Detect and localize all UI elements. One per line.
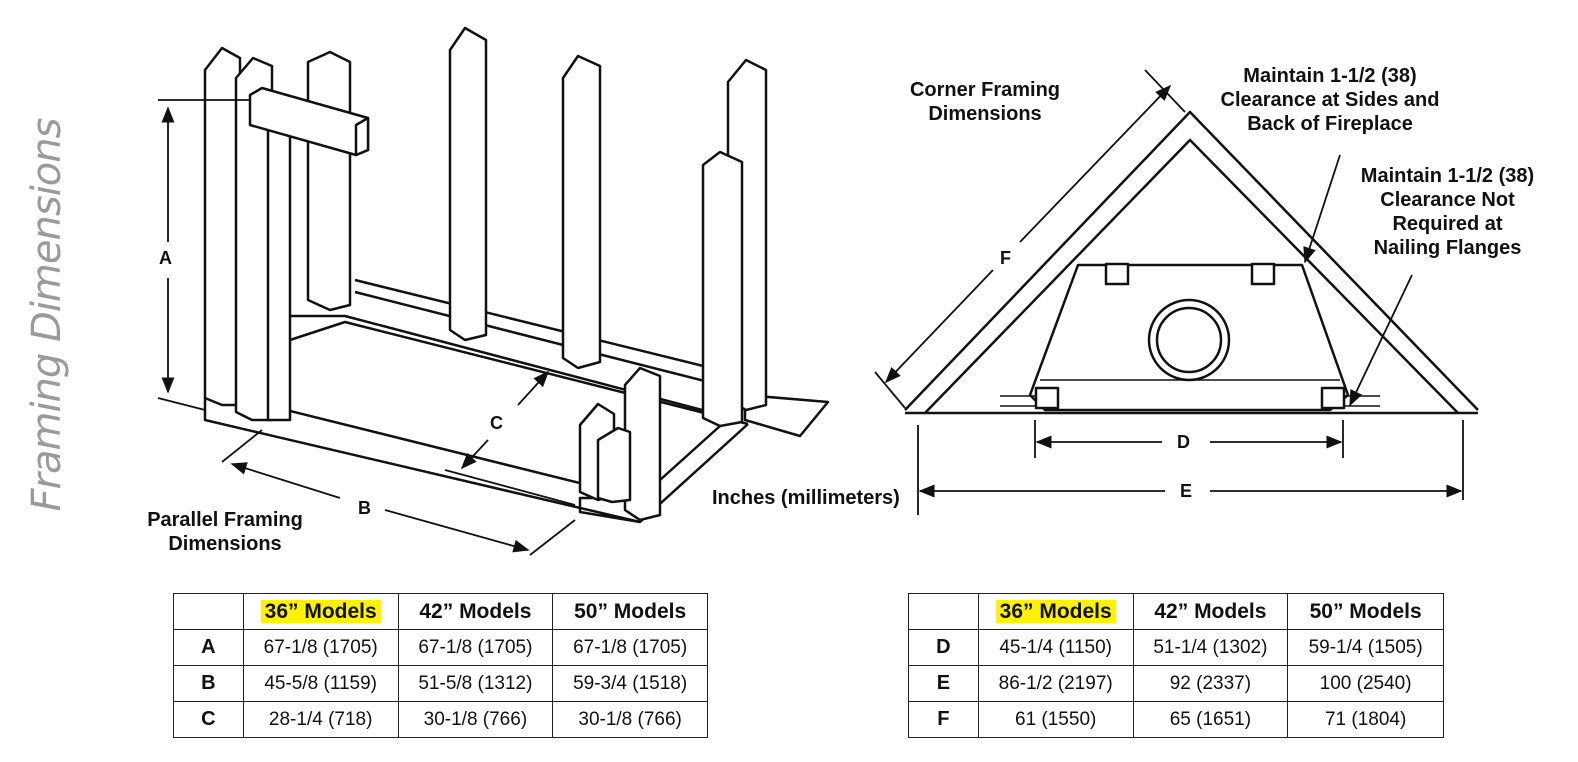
parallel-caption-line1: Parallel Framing xyxy=(147,509,303,531)
table-cell: 45-1/4 (1150) xyxy=(977,629,1134,666)
table-header-50: 50” Models xyxy=(1287,593,1444,630)
table-cell: 67-1/8 (1705) xyxy=(552,629,708,666)
dimension-label-d: D xyxy=(1175,432,1192,453)
clearance-flanges-line4: Nailing Flanges xyxy=(1373,237,1522,259)
table-cell: 86-1/2 (2197) xyxy=(977,665,1134,702)
table-row: F 61 (1550) 65 (1651) 71 (1804) xyxy=(908,701,1444,738)
table-cell: 100 (2540) xyxy=(1287,665,1444,702)
highlighted-header: 36” Models xyxy=(260,599,381,623)
corner-dimensions-table: 36” Models 42” Models 50” Models D 45-1/… xyxy=(908,593,1444,738)
table-cell: 51-5/8 (1312) xyxy=(397,665,554,702)
corner-framing-caption: Corner Framing Dimensions xyxy=(895,78,1075,126)
clearance-sides-note: Maintain 1-1/2 (38) Clearance at Sides a… xyxy=(1205,64,1455,136)
dimension-label-b: B xyxy=(356,498,373,519)
table-cell: 30-1/8 (766) xyxy=(552,701,708,738)
dimension-label-c: C xyxy=(488,413,505,434)
table-cell: 67-1/8 (1705) xyxy=(397,629,554,666)
table-cell: 51-1/4 (1302) xyxy=(1132,629,1289,666)
clearance-flanges-line3: Required at xyxy=(1392,213,1503,235)
table-cell: 65 (1651) xyxy=(1132,701,1289,738)
table-cell: 45-5/8 (1159) xyxy=(242,665,399,702)
corner-caption-line2: Dimensions xyxy=(928,103,1042,125)
table-cell: 30-1/8 (766) xyxy=(397,701,554,738)
highlighted-header: 36” Models xyxy=(995,599,1116,623)
dimension-label-f: F xyxy=(998,248,1013,269)
table-row: B 45-5/8 (1159) 51-5/8 (1312) 59-3/4 (15… xyxy=(173,665,708,702)
clearance-sides-line3: Back of Fireplace xyxy=(1247,113,1413,135)
table-header-corner xyxy=(908,593,979,630)
corner-caption-line1: Corner Framing xyxy=(909,79,1061,101)
table-header-50: 50” Models xyxy=(552,593,708,630)
table-row: A 67-1/8 (1705) 67-1/8 (1705) 67-1/8 (17… xyxy=(173,629,708,666)
table-row: E 86-1/2 (2197) 92 (2337) 100 (2540) xyxy=(908,665,1444,702)
table-cell: 28-1/4 (718) xyxy=(242,701,399,738)
table-cell: 59-3/4 (1518) xyxy=(552,665,708,702)
dimension-label-a: A xyxy=(157,248,174,269)
table-row: C 28-1/4 (718) 30-1/8 (766) 30-1/8 (766) xyxy=(173,701,708,738)
row-label: E xyxy=(908,665,979,702)
parallel-framing-diagram xyxy=(157,26,830,556)
table-cell: 71 (1804) xyxy=(1287,701,1444,738)
table-cell: 59-1/4 (1505) xyxy=(1287,629,1444,666)
clearance-sides-line1: Maintain 1-1/2 (38) xyxy=(1243,65,1417,87)
table-cell: 67-1/8 (1705) xyxy=(242,629,399,666)
clearance-flanges-line1: Maintain 1-1/2 (38) xyxy=(1360,165,1535,187)
row-label: A xyxy=(173,629,244,666)
table-header-42: 42” Models xyxy=(397,593,554,630)
clearance-sides-line2: Clearance at Sides and xyxy=(1220,89,1440,111)
corner-framing-diagram xyxy=(874,69,1479,515)
clearance-flanges-note: Maintain 1-1/2 (38) Clearance Not Requir… xyxy=(1340,164,1555,260)
table-cell: 92 (2337) xyxy=(1132,665,1289,702)
table-row: D 45-1/4 (1150) 51-1/4 (1302) 59-1/4 (15… xyxy=(908,629,1444,666)
table-header-36: 36” Models xyxy=(977,593,1134,630)
units-note: Inches (millimeters) xyxy=(712,487,900,509)
parallel-dimensions-table: 36” Models 42” Models 50” Models A 67-1/… xyxy=(173,593,708,738)
clearance-flanges-line2: Clearance Not xyxy=(1380,189,1515,211)
parallel-caption-line2: Dimensions xyxy=(168,533,282,555)
row-label: D xyxy=(908,629,979,666)
row-label: F xyxy=(908,701,979,738)
row-label: B xyxy=(173,665,244,702)
row-label: C xyxy=(173,701,244,738)
table-header-row: 36” Models 42” Models 50” Models xyxy=(173,593,708,630)
table-cell: 61 (1550) xyxy=(977,701,1134,738)
dimension-label-e: E xyxy=(1178,481,1195,502)
parallel-framing-caption: Parallel Framing Dimensions xyxy=(130,508,320,556)
table-header-36: 36” Models xyxy=(242,593,399,630)
table-header-corner xyxy=(173,593,244,630)
table-header-row: 36” Models 42” Models 50” Models xyxy=(908,593,1444,630)
table-header-42: 42” Models xyxy=(1132,593,1289,630)
